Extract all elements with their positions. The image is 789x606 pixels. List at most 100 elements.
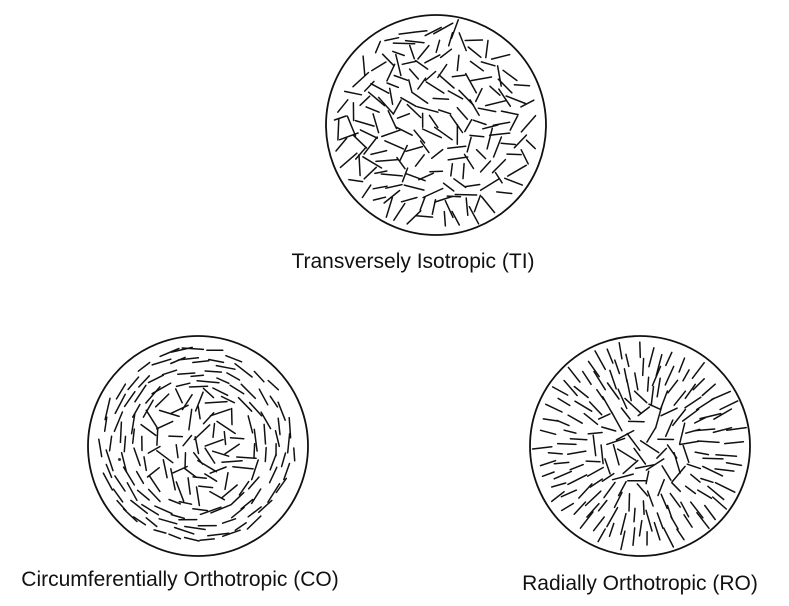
ti-fiber-stroke (434, 23, 453, 34)
ti-fiber-stroke (465, 40, 482, 41)
ro-fiber-stroke (672, 483, 681, 492)
ro-fiber-stroke (546, 404, 562, 412)
ti-fiber-stroke (409, 80, 412, 92)
ti-fiber-stroke (371, 151, 387, 155)
co-fiber-stroke (163, 370, 177, 375)
co-fiber-stroke (259, 500, 272, 512)
ti-fiber-stroke (345, 91, 362, 94)
ro-fiber-stroke (656, 355, 662, 376)
ti-fiber-stroke (445, 201, 453, 218)
ti-fiber-stroke (372, 62, 386, 71)
co-fiber-stroke (198, 406, 200, 418)
co-fiber-stroke (190, 386, 208, 387)
ro-fiber-stroke (574, 502, 585, 514)
ti-fiber-stroke (425, 72, 435, 81)
ro-fiber-stroke (677, 529, 684, 540)
co-fiber-stroke (259, 389, 267, 405)
co-fiber-stroke (210, 492, 224, 500)
co-fiber-stroke (194, 425, 209, 440)
ro-fiber-stroke (662, 466, 671, 480)
ro-fiber-stroke (554, 462, 569, 463)
ro-fiber-stroke (681, 502, 689, 516)
ro-fiber-stroke (680, 423, 685, 444)
ti-fiber-stroke (466, 198, 468, 215)
ti-fiber-stroke (376, 160, 398, 162)
ro-fiber-stroke (570, 465, 583, 470)
ti-fiber-stroke (373, 186, 387, 189)
ro-fiber-stroke (594, 517, 605, 531)
ro-fiber-stroke (683, 446, 689, 463)
ro-fiber-stroke (589, 361, 600, 376)
ti-fiber-stroke (514, 85, 529, 86)
co-fiber-stroke (195, 437, 198, 454)
ti-fiber-stroke (340, 153, 357, 167)
ro-fiber-stroke (593, 435, 596, 455)
ro-fiber-stroke (587, 504, 599, 517)
ti-fiber-stroke (338, 100, 348, 112)
ti-fiber-stroke (403, 168, 408, 182)
ti-fiber-stroke (365, 81, 374, 91)
ro-fiber-stroke (558, 398, 570, 405)
ti-fiber-stroke (393, 51, 404, 55)
ro-fiber-stroke (705, 506, 715, 520)
ti-fiber-stroke (451, 164, 453, 176)
co-fiber-stroke (157, 421, 173, 428)
co-fiber-stroke (225, 444, 239, 454)
co-fiber-stroke (213, 424, 215, 438)
ro-fiber-stroke (683, 370, 689, 381)
ro-fiber-stroke (725, 442, 744, 444)
ti-fiber-stroke (406, 147, 423, 152)
ti-fiber-stroke (505, 178, 523, 185)
ro-fiber-stroke (568, 451, 586, 454)
co-fiber-stroke (185, 468, 196, 477)
ti-fiber-stroke (465, 185, 479, 187)
ro-fiber-stroke (665, 366, 673, 385)
ro-fiber-stroke (629, 494, 630, 511)
ti-fiber-stroke (335, 116, 347, 120)
ro-fiber-stroke (712, 391, 731, 399)
ti-fiber-stroke (438, 65, 447, 78)
ti-fiber-stroke (430, 115, 438, 127)
co-fiber-stroke (160, 349, 179, 357)
co-fiber-stroke (254, 371, 264, 381)
ti-fiber-stroke (402, 198, 417, 202)
co-fiber-stroke (239, 398, 252, 412)
ro-fiber-stroke (590, 479, 602, 487)
co-fiber-stroke (169, 436, 183, 437)
ro-fiber-stroke (575, 401, 592, 411)
ti-fiber-stroke (459, 33, 466, 51)
ro-fiber-stroke (554, 471, 571, 478)
co-fiber-stroke (232, 508, 244, 518)
ti-fiber-stroke (399, 32, 414, 34)
ro-fiber-stroke (552, 483, 566, 487)
ro-fiber-stroke (608, 383, 620, 399)
ti-fiber-stroke (486, 101, 506, 106)
ti-fiber-stroke (441, 49, 452, 57)
ti-fiber-stroke (448, 146, 466, 148)
ti-fiber-stroke (394, 204, 405, 221)
ro-fiber-stroke (634, 508, 635, 521)
co-fiber-stroke (154, 530, 166, 533)
ro-fiber-stroke (568, 415, 582, 423)
ti-fiber-stroke (492, 55, 510, 60)
ro-fiber-stroke (695, 452, 708, 455)
ro-fiber-stroke (602, 427, 616, 431)
ro-fiber-stroke (640, 521, 642, 536)
co-fiber-stroke (105, 398, 110, 419)
co-fiber-stroke (235, 364, 252, 377)
co-fiber-stroke (270, 454, 276, 469)
ro-fiber-stroke (627, 434, 640, 451)
ro-fiber-stroke (685, 397, 701, 408)
co-fiber-stroke (169, 534, 180, 539)
ro-fiber-stroke (668, 506, 673, 519)
ro-fiber-stroke (648, 377, 649, 391)
ti-fiber-group (335, 20, 536, 226)
ro-fiber-stroke (633, 528, 635, 545)
ro-fiber-stroke (543, 419, 558, 421)
ti-fiber-stroke (473, 120, 486, 124)
ti-fiber-stroke (432, 150, 443, 159)
co-fiber-stroke (149, 476, 159, 492)
ro-fiber-stroke (557, 420, 569, 425)
co-fiber-stroke (157, 451, 173, 463)
ro-fiber-stroke (619, 482, 627, 496)
